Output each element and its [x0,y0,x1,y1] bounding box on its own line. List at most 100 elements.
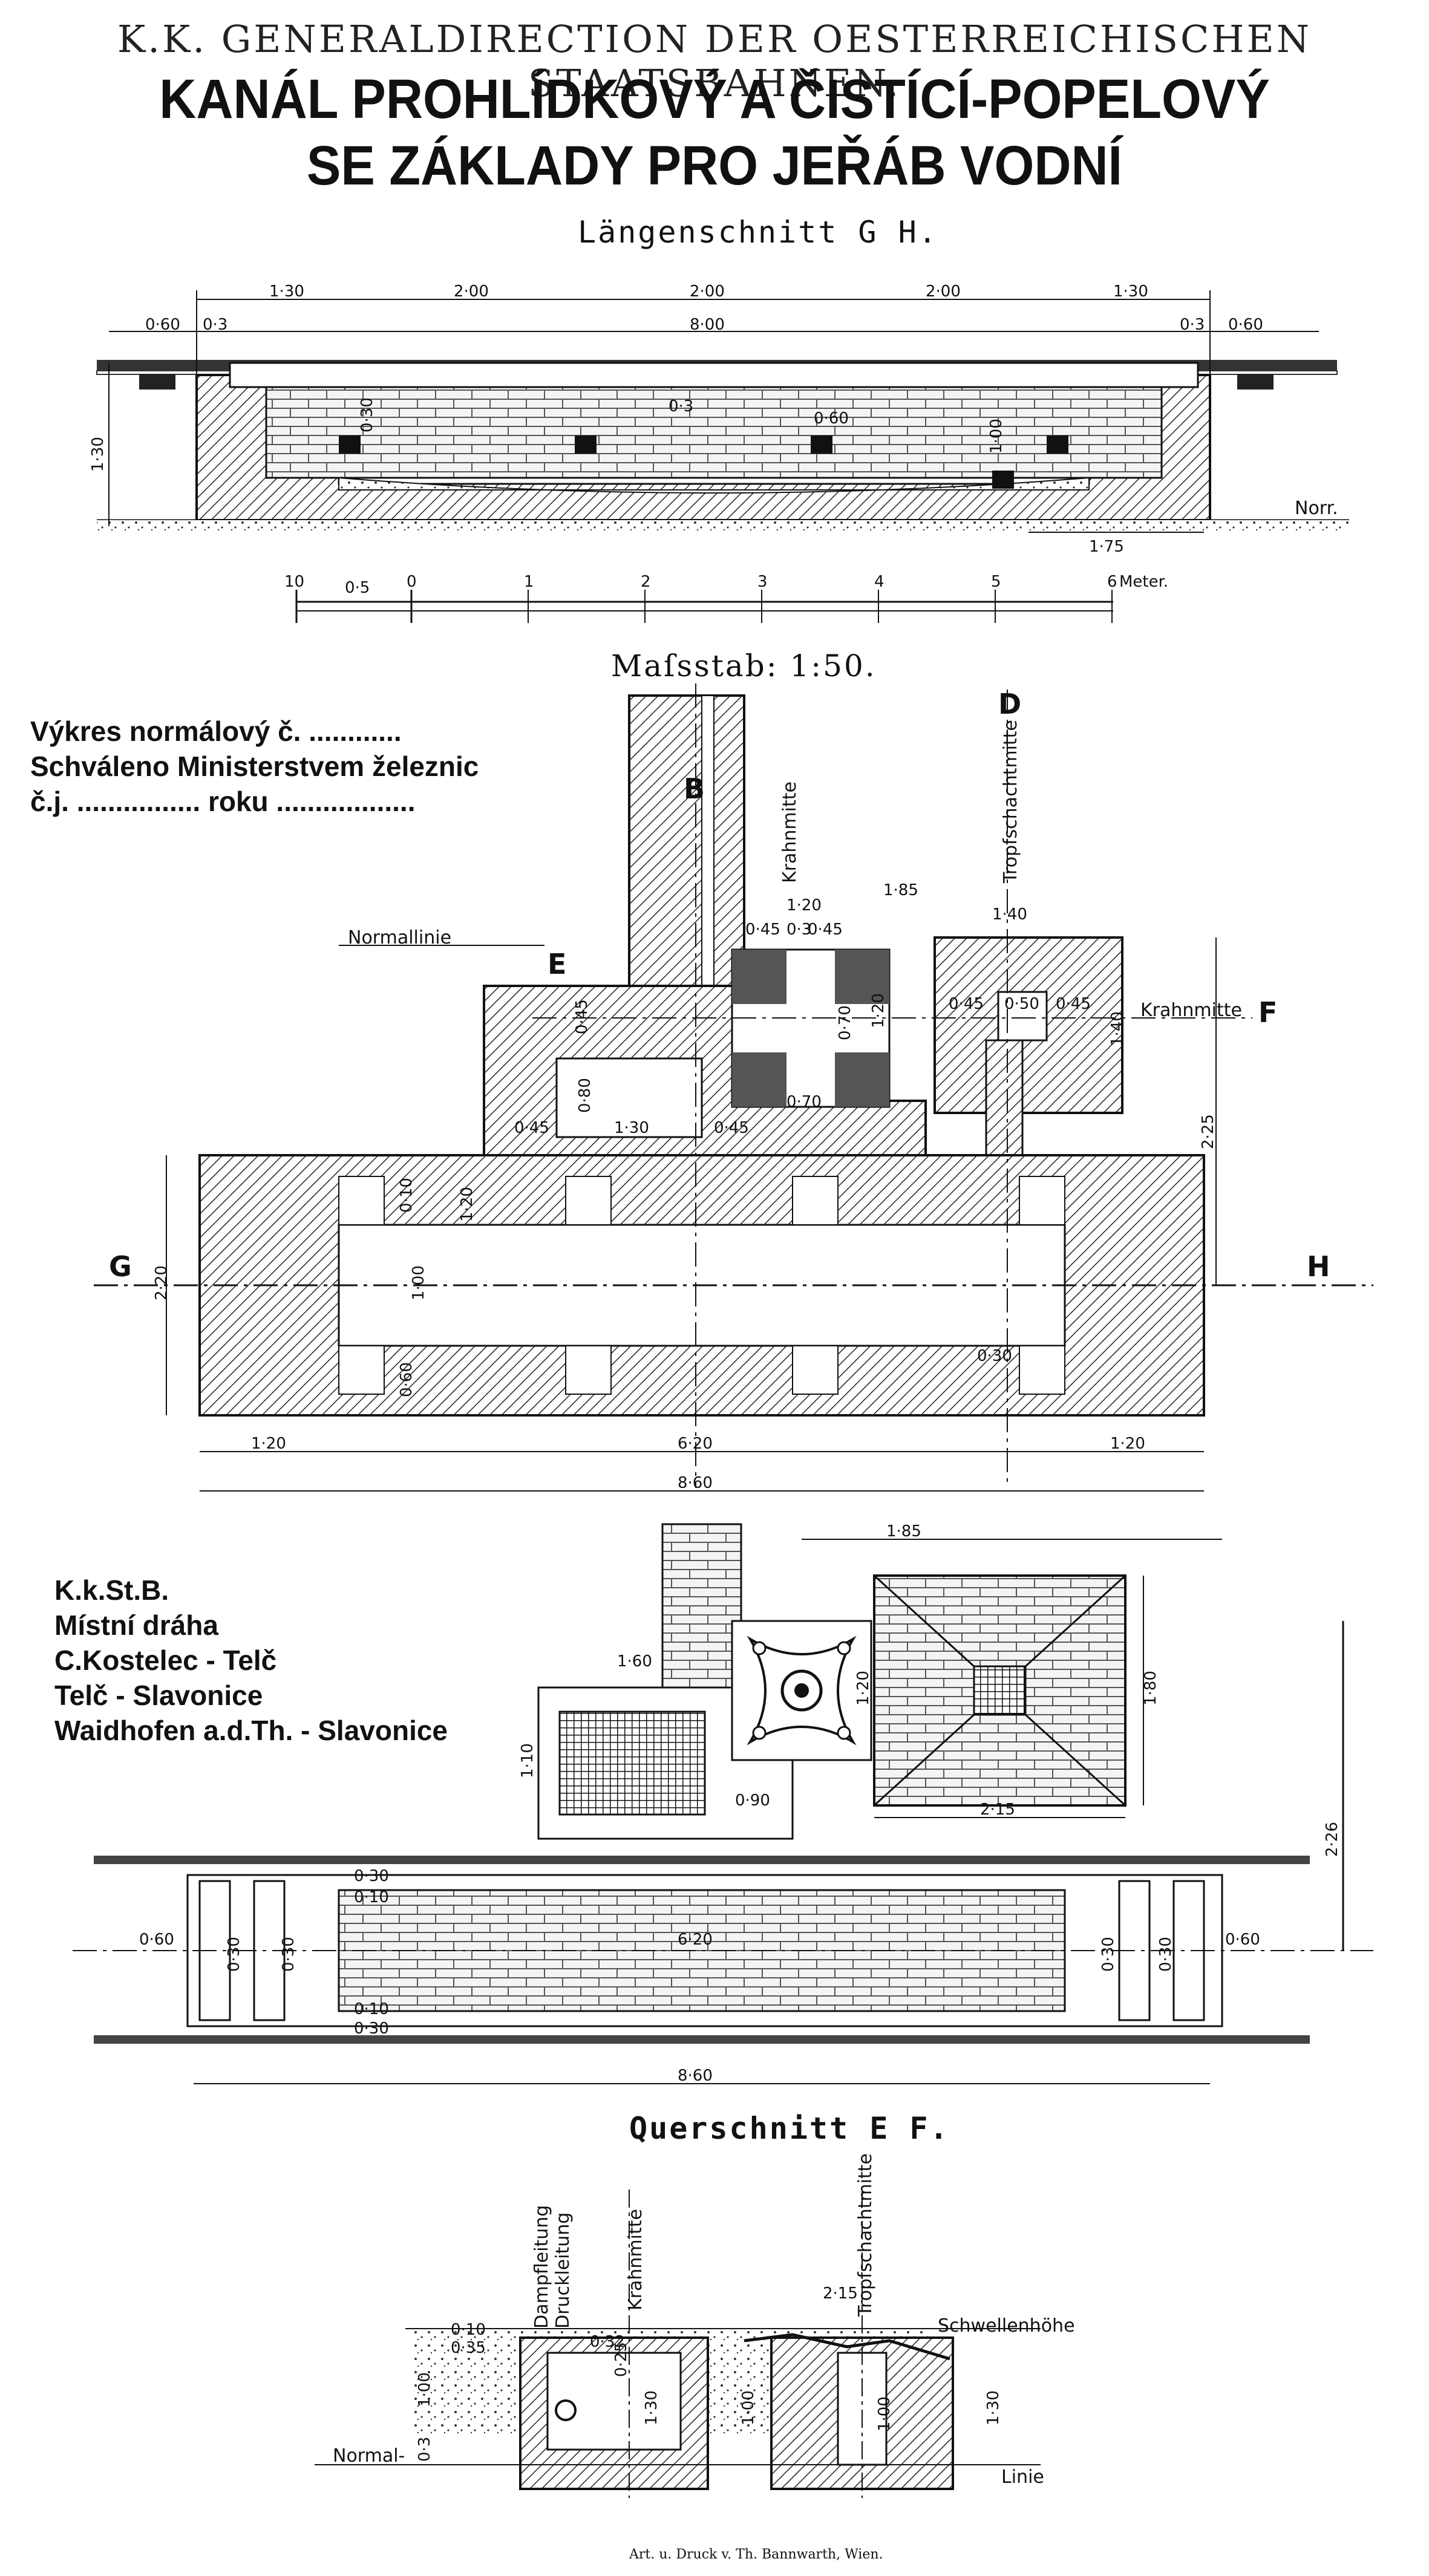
dim-top-11: 0·30 [280,1937,298,1972]
dim-lon-11: 1·30 [89,437,107,472]
dim-lon-8: 8·00 [690,316,725,334]
dim-top-5: 1·10 [518,1743,537,1778]
dim-plan-26: 8·60 [678,1474,713,1492]
dim-plan-27: 0·60 [397,1362,416,1397]
crane-foot-3 [732,1052,786,1107]
dim-plan-20: 2·20 [152,1265,171,1300]
plan-vertical-wall [628,694,745,987]
dim-lon-2: 2·00 [454,282,489,301]
dim-top-13: 0·30 [1099,1937,1117,1972]
dim-plan-15: 1·30 [614,1119,649,1137]
dim-plan-25: 1·20 [1110,1435,1145,1453]
scale-tick-0: 0 [407,573,417,591]
label-tropfschachtmitte: Tropfschachtmitte [1000,720,1021,884]
scale-tick-10: 10 [284,573,304,591]
dim-top-3: 1·20 [854,1671,872,1706]
dim-cross-3: 0·25 [612,2342,630,2377]
dim-plan-4: 0·3 [786,921,811,939]
dim-top-7: 2·15 [980,1801,1015,1819]
block-5 [992,471,1014,489]
dim-plan-16: 0·45 [714,1119,749,1137]
plan-view: B D E F G H Normallinie Krahnmitte Krahn… [94,683,1373,1492]
label-krahnmitte-vertical: Krahnmitte [779,781,800,883]
dim-plan-18: 2·25 [1199,1114,1217,1149]
crane-foot-1 [732,950,786,1004]
dim-cross-8: 0·35 [451,2339,486,2357]
label-B: B [684,772,705,805]
top-wall-stub [661,1523,742,1689]
scale-tick-05: 0·5 [345,579,370,597]
dim-lon-6: 0·60 [145,316,180,334]
label-druckleitung: Druckleitung [552,2212,574,2329]
dim-plan-2: 1·20 [786,896,822,915]
dim-cross-7: 0·10 [451,2321,486,2339]
label-D: D [998,688,1021,720]
scale-tick-1: 1 [524,573,534,591]
railway-line-route2: Telč - Slavonice [54,1680,263,1711]
scale-title: Maſsstab: 1:50. [611,648,877,683]
dim-cross-11: 1·00 [739,2390,757,2425]
crane-foot-2 [835,950,889,1004]
label-normal: Normal- [333,2445,405,2467]
label-G: G [109,1250,132,1283]
railway-line-type: Místní dráha [54,1609,218,1641]
label-tropfschachtmitte-cross: Tropfschachtmitte [855,2153,876,2317]
label-F: F [1258,996,1277,1029]
dim-top-16: 8·60 [678,2067,713,2085]
dim-plan-11: 0·70 [836,1005,854,1040]
railway-block: K.k.St.B. Místní dráha C.Kostelec - Telč… [54,1573,448,1748]
scale-tick-6: 6 [1107,573,1117,591]
approval-line-reference: č.j. ................ roku .............… [30,786,416,817]
dim-plan-6: 1·40 [992,905,1027,924]
dim-plan-1: 1·85 [883,881,918,899]
dim-plan-10: 1·40 [1108,1011,1127,1046]
dim-top-17: 0·30 [354,1867,389,1885]
dim-top-9: 0·60 [139,1931,174,1949]
approval-block: Výkres normálový č. ............ Schvále… [30,714,479,819]
dim-cross-1: 2·15 [823,2284,858,2303]
dim-plan-21: 1·00 [410,1265,428,1300]
sleeper-right [1237,374,1274,390]
approval-line-drawing-number: Výkres normálový č. ............ [30,716,402,747]
dim-top-19: 0·10 [354,2000,389,2018]
dim-top-15: 0·60 [1225,1931,1260,1949]
soil-strip [97,520,1349,531]
dim-plan-8: 0·50 [1004,995,1039,1013]
dim-plan-22: 0·30 [977,1347,1012,1365]
dim-top-18: 0·10 [354,1888,389,1906]
dim-lon-16: 1·75 [1089,538,1124,556]
label-krahnmitte-horizontal: Krahnmitte [1140,1000,1242,1021]
dim-lon-3: 2·00 [690,282,725,301]
sleeper-left [139,374,175,390]
dim-plan-9: 0·45 [1056,995,1091,1013]
dim-cross-4: 1·30 [643,2390,661,2425]
authority-header: K.K. GENERALDIRECTION DER OESTERREICHISC… [117,17,1312,105]
railway-line-operator: K.k.St.B. [54,1574,169,1606]
gravel-bed [338,477,1090,494]
dim-top-2: 1·60 [617,1652,652,1671]
dim-plan-28: 0·10 [397,1178,416,1213]
dim-lon-1: 1·30 [269,282,304,301]
dim-lon-15: 1·00 [987,419,1006,454]
label-E: E [548,948,566,980]
dim-cross-5: 1·30 [984,2390,1002,2425]
dim-cross-10: 0·3 [416,2437,434,2462]
dim-plan-19: 1·20 [458,1187,476,1222]
dim-plan-14: 0·45 [514,1119,549,1137]
block-1 [339,435,361,454]
rail-top-view-1 [94,1856,1310,1864]
dim-lon-7: 0·3 [203,316,227,334]
dim-lon-12: 0·30 [358,397,376,432]
dim-plan-5: 0·45 [808,921,843,939]
label-schwellenhoehe: Schwellenhöhe [938,2315,1075,2336]
printer-credit: Art. u. Druck v. Th. Bannwarth, Wien. [629,2547,883,2562]
label-linie: Linie [1001,2467,1044,2488]
plan-pipe-recess [555,1057,703,1138]
dim-plan-13: 0·70 [786,1093,822,1111]
dim-plan-12: 1·20 [869,993,888,1028]
dim-plan-3: 0·45 [745,921,780,939]
dim-top-1: 1·85 [886,1522,921,1541]
scale-tick-5: 5 [991,573,1001,591]
page-title-line1: KANÁL PROHLÍDKOVÝ A ČISTÍCÍ-POPELOVÝ [159,68,1270,130]
